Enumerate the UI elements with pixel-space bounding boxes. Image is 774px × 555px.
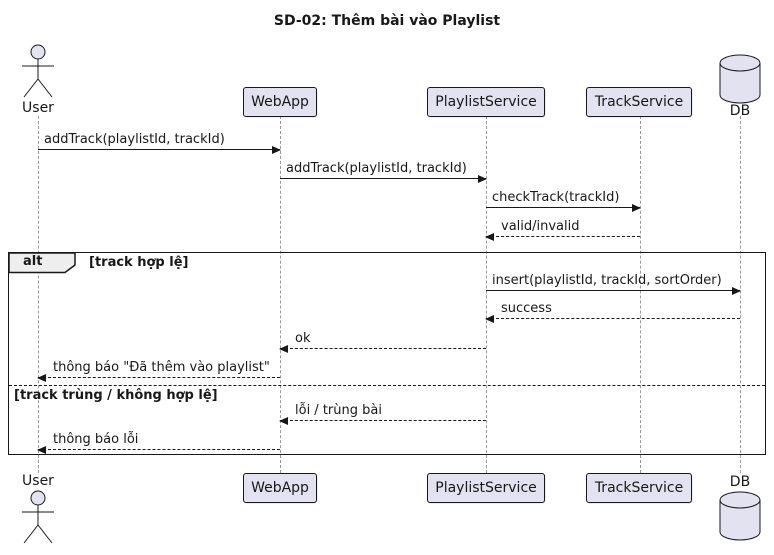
message-label: thông báo "Đã thêm vào playlist"	[53, 360, 270, 375]
lifeline-user	[38, 116, 39, 473]
participant-webapp-bottom: WebApp	[243, 473, 317, 503]
message-checktrack: checkTrack(trackId)	[486, 190, 641, 212]
participant-trackservice-top: TrackService	[586, 87, 692, 117]
participant-trackservice-bottom: TrackService	[586, 473, 692, 503]
participant-db-bottom: DB	[729, 474, 751, 490]
alt-frame: alt [track hợp lệ] [track trùng / không …	[7, 251, 766, 455]
arrowhead-left-icon	[485, 315, 494, 323]
message-label: valid/invalid	[501, 219, 580, 234]
database-db-top-icon	[719, 54, 761, 104]
arrowhead-right-icon	[478, 175, 487, 183]
arrowhead-left-icon	[279, 345, 288, 353]
arrowhead-left-icon	[485, 233, 494, 241]
participant-playlistservice-bottom: PlaylistService	[427, 473, 545, 503]
alt-operator-label: alt	[23, 254, 43, 269]
message-success: success	[485, 301, 740, 323]
message-label: addTrack(playlistId, trackId)	[44, 132, 225, 147]
participant-webapp-top: WebApp	[243, 87, 317, 117]
arrowhead-right-icon	[632, 204, 641, 212]
participant-user-top: User	[22, 100, 54, 116]
message-label: lỗi / trùng bài	[295, 403, 382, 418]
lifeline-webapp	[280, 116, 281, 473]
alt-else-divider	[9, 385, 765, 386]
message-label: thông báo lỗi	[53, 432, 139, 447]
arrowhead-right-icon	[272, 146, 281, 154]
message-notify-error: thông báo lỗi	[37, 432, 280, 454]
diagram-title: SD-02: Thêm bài vào Playlist	[273, 13, 501, 29]
participant-user-bottom: User	[22, 473, 54, 489]
message-label: insert(playlistId, trackId, sortOrder)	[492, 273, 722, 288]
message-addtrack-webapp-playlistservice: addTrack(playlistId, trackId)	[280, 161, 487, 183]
lifeline-playlistservice	[486, 116, 487, 473]
arrowhead-right-icon	[732, 287, 741, 295]
arrowhead-left-icon	[279, 417, 288, 425]
alt-frame-tab	[7, 251, 76, 273]
message-label: addTrack(playlistId, trackId)	[286, 161, 467, 176]
message-valid-invalid: valid/invalid	[485, 219, 640, 241]
message-ok: ok	[279, 331, 486, 353]
message-label: success	[501, 301, 552, 316]
lifeline-trackservice	[640, 116, 641, 473]
participant-db-top: DB	[729, 103, 751, 119]
message-notify-added: thông báo "Đã thêm vào playlist"	[37, 360, 280, 382]
database-db-bottom-icon	[719, 491, 761, 541]
message-insert: insert(playlistId, trackId, sortOrder)	[486, 273, 741, 295]
message-error-duplicate: lỗi / trùng bài	[279, 403, 486, 425]
participant-playlistservice-top: PlaylistService	[427, 87, 545, 117]
message-label: checkTrack(trackId)	[492, 190, 620, 205]
arrowhead-left-icon	[37, 374, 46, 382]
arrowhead-left-icon	[37, 446, 46, 454]
message-addtrack-user-webapp: addTrack(playlistId, trackId)	[38, 132, 281, 154]
actor-user-top-icon	[22, 44, 54, 98]
actor-user-bottom-icon	[22, 490, 54, 544]
message-label: ok	[295, 331, 311, 346]
alt-condition-2: [track trùng / không hợp lệ]	[14, 388, 218, 403]
alt-condition-1: [track hợp lệ]	[89, 255, 189, 270]
